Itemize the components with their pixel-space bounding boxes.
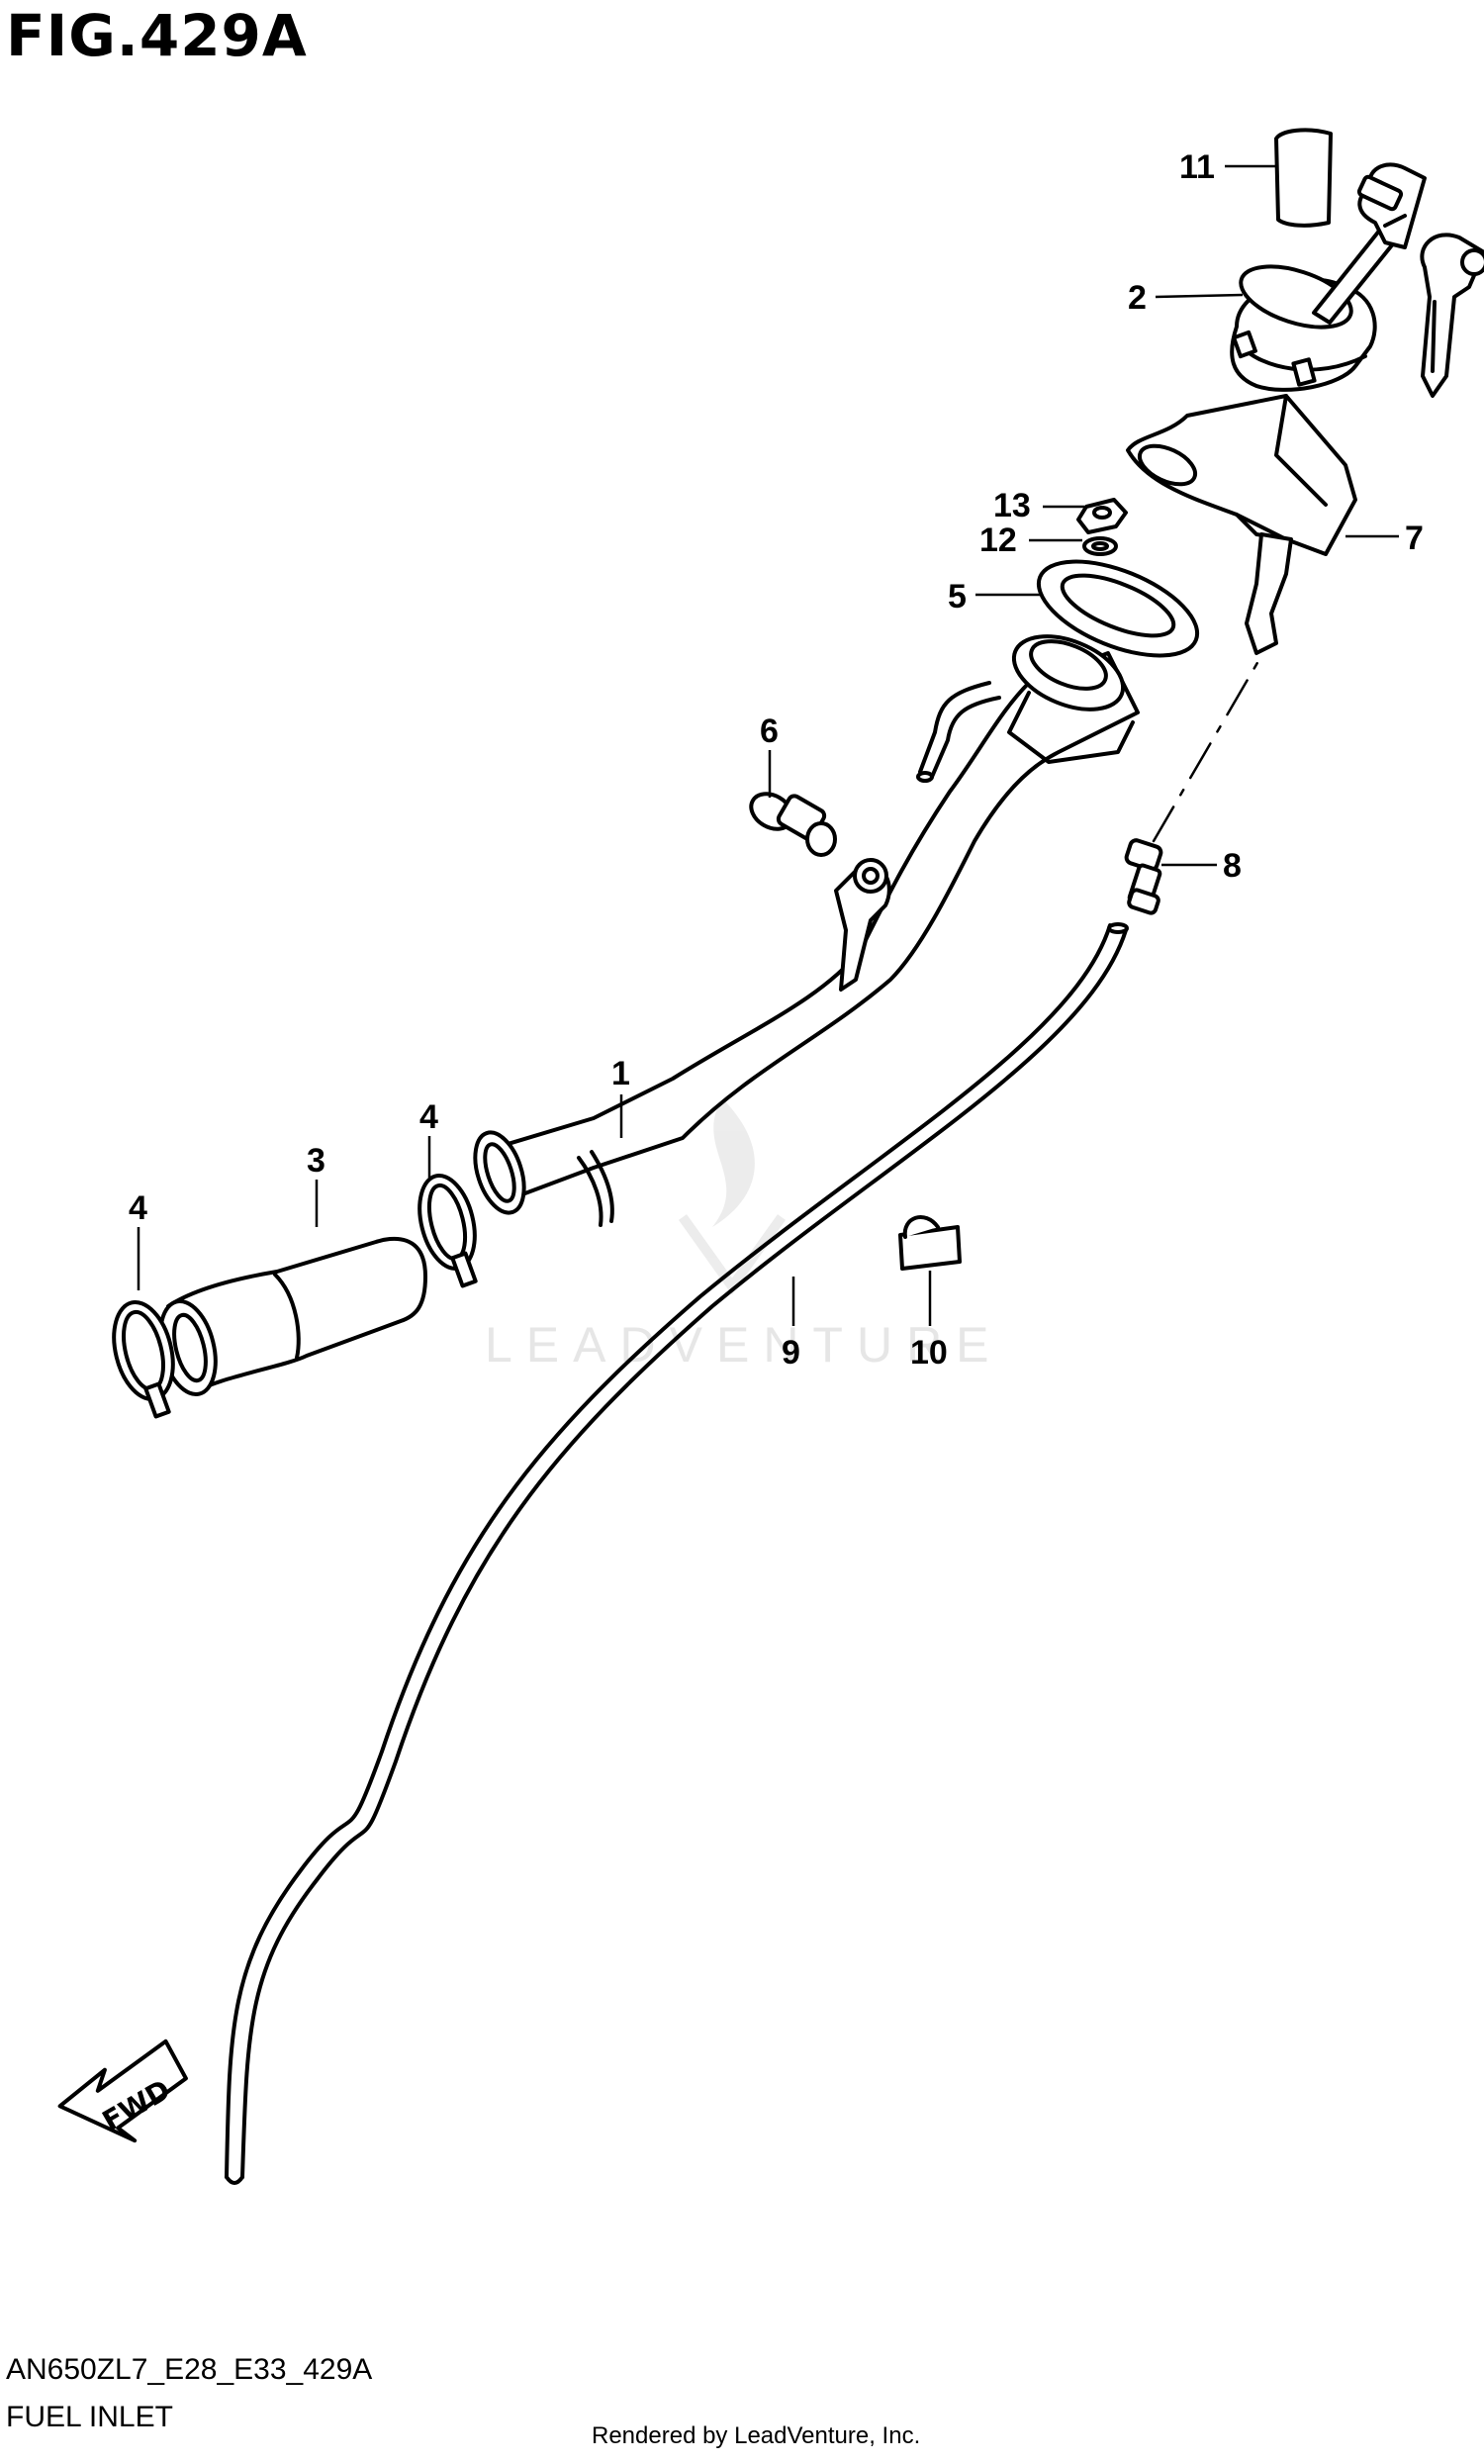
- fuel-cap-part-2: [1230, 162, 1484, 398]
- render-credit: Rendered by LeadVenture, Inc.: [592, 2422, 921, 2449]
- callout-1: 1: [611, 1055, 630, 1138]
- callout-4-right: 4: [419, 1098, 438, 1178]
- callout-7: 7: [1345, 520, 1424, 557]
- diagram-code: AN650ZL7_E28_E33_429A: [6, 2353, 373, 2386]
- callout-5: 5: [948, 578, 1043, 616]
- joint-part-8: [1124, 838, 1163, 915]
- svg-text:6: 6: [760, 712, 779, 750]
- callout-4-left: 4: [129, 1189, 147, 1290]
- svg-text:12: 12: [979, 521, 1017, 559]
- gasket-part-5: [1036, 559, 1200, 658]
- callout-2: 2: [1128, 279, 1244, 317]
- callout-10: 10: [910, 1271, 948, 1372]
- svg-text:3: 3: [307, 1142, 325, 1180]
- sticker-part-11: [1274, 128, 1333, 228]
- callout-9: 9: [782, 1277, 800, 1372]
- cap-base-part-7: [1126, 394, 1357, 655]
- diagram-name: FUEL INLET: [6, 2401, 173, 2433]
- watermark-logo: [678, 1098, 787, 1295]
- watermark-text: LEADVENTURE: [485, 1317, 1003, 1373]
- clip-part-10: [898, 1215, 962, 1271]
- clamp-part-4-right: [417, 1174, 478, 1288]
- callout-3: 3: [307, 1142, 325, 1227]
- svg-text:1: 1: [611, 1055, 630, 1092]
- svg-text:9: 9: [782, 1334, 800, 1372]
- svg-text:4: 4: [129, 1189, 147, 1227]
- svg-text:5: 5: [948, 578, 967, 616]
- callout-8: 8: [1161, 847, 1242, 885]
- callout-12: 12: [979, 521, 1082, 559]
- fwd-arrow-icon: FWD: [57, 2038, 188, 2143]
- svg-text:10: 10: [910, 1334, 948, 1372]
- svg-text:11: 11: [1179, 148, 1215, 186]
- svg-text:4: 4: [419, 1098, 438, 1136]
- svg-text:2: 2: [1128, 279, 1147, 317]
- callout-11: 11: [1179, 148, 1276, 186]
- clamp-part-4-left: [112, 1300, 175, 1419]
- filler-pipe-part-1: [473, 634, 1140, 1227]
- rubber-hose-part-3: [158, 1236, 427, 1396]
- svg-text:7: 7: [1405, 520, 1424, 557]
- svg-text:8: 8: [1223, 847, 1242, 885]
- hose-part-9: [225, 922, 1129, 2185]
- callout-6: 6: [760, 712, 779, 798]
- washer-part-12: [1082, 536, 1118, 556]
- svg-text:13: 13: [993, 487, 1031, 524]
- callout-13: 13: [993, 487, 1084, 524]
- nut-part-13: [1076, 498, 1128, 534]
- grommet-part-6: [749, 792, 837, 857]
- figure-title: FIG.429A: [6, 2, 308, 69]
